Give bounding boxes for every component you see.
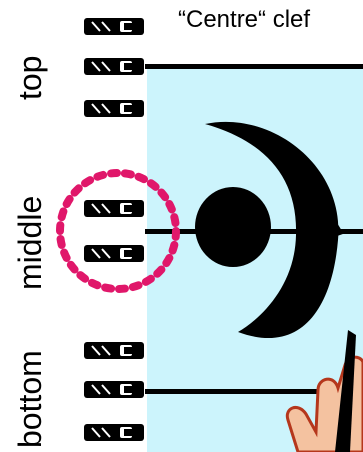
clip-icon xyxy=(84,424,144,441)
clip-icon xyxy=(84,200,144,217)
clip-icon xyxy=(84,342,144,359)
clip-icon xyxy=(84,381,144,398)
clip-icon xyxy=(84,245,144,262)
staff-line-top xyxy=(145,64,363,69)
clip-icon xyxy=(84,100,144,117)
clip-icon xyxy=(84,58,144,75)
clip-icon xyxy=(84,18,144,35)
